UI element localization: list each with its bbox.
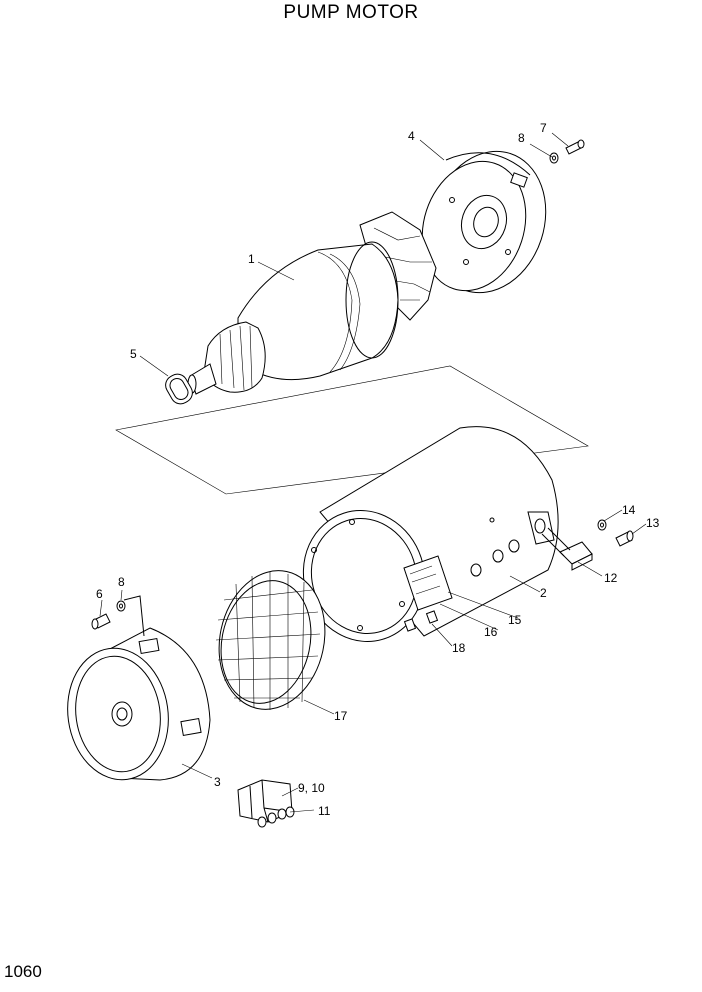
callout-12: 12 [604,571,618,585]
callout-4: 4 [408,129,415,143]
callout-13: 13 [646,516,660,530]
part-12-brush [541,527,593,571]
page-number: 1060 [4,962,42,981]
part-14-washer [597,519,607,531]
callout-14: 14 [622,503,636,517]
callout-1: 1 [248,252,255,266]
part-3-front-cover [67,595,211,781]
callout-7: 7 [540,121,547,135]
page-title: PUMP MOTOR [283,2,419,23]
part-17-cage [215,570,326,710]
part-5-ring [165,373,193,405]
callout-5: 5 [130,347,137,361]
part-6-bolt [91,613,111,630]
part-8-washer-left [116,600,126,612]
callout-labels: 1 2 3 4 5 6 7 8 8 9, 10 11 12 13 14 15 1… [96,121,660,818]
leader-lines [99,132,647,813]
part-1-armature [187,211,437,395]
callout-2: 2 [540,586,547,600]
part-8-washer-top [549,152,559,164]
callout-16: 16 [484,625,498,639]
part-13-bolt [615,530,634,547]
part-2-housing [302,426,559,642]
callout-18: 18 [452,641,466,655]
callout-3: 3 [214,775,221,789]
assembly-plane [115,365,589,495]
part-7-bolt [565,139,585,155]
part-4-end-cover [421,150,547,294]
callout-15: 15 [508,613,522,627]
callout-8-left: 8 [118,575,125,589]
callout-17: 17 [334,709,348,723]
part-11-terminals [257,806,295,828]
callout-11: 11 [318,804,331,818]
callout-8-top: 8 [518,131,525,145]
callout-9-10: 9, 10 [298,781,325,795]
callout-6: 6 [96,587,103,601]
